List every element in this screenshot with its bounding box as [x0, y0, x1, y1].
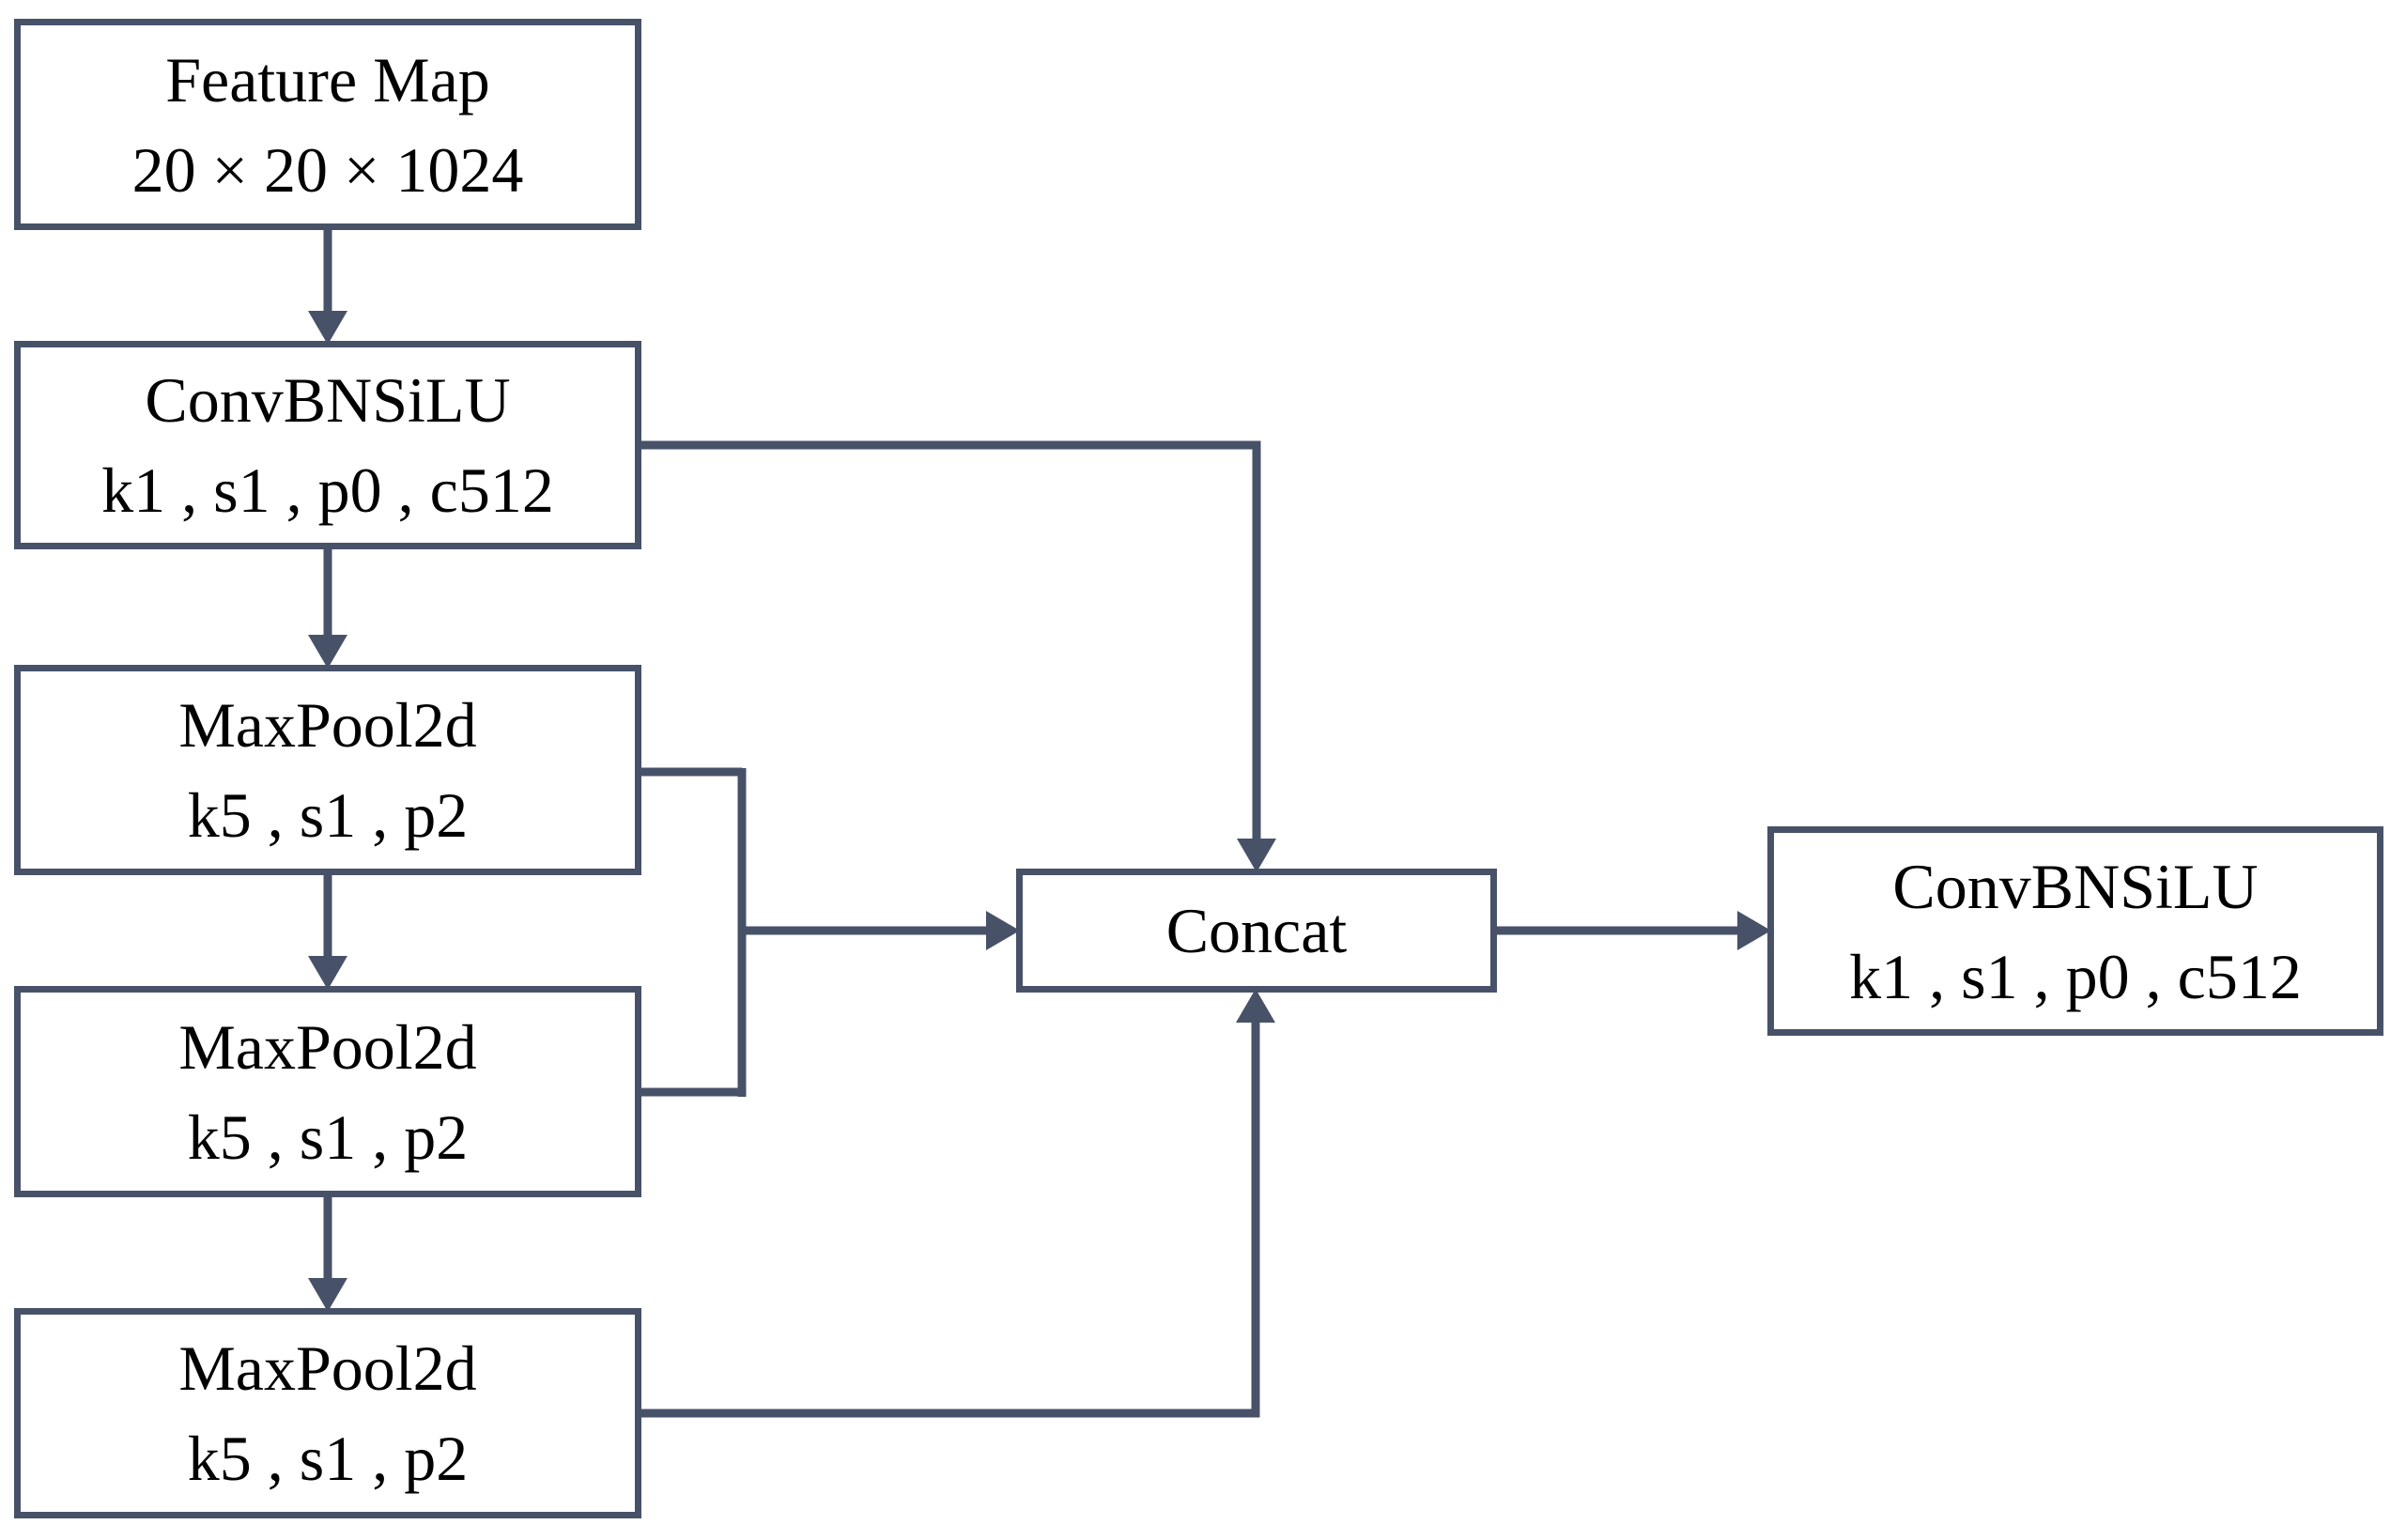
node-label: MaxPool2d [178, 1010, 477, 1083]
node-concat: Concat [1016, 869, 1497, 993]
node-label: MaxPool2d [178, 1332, 477, 1404]
node-sublabel: k1 , s1 , p0 , c512 [1849, 940, 2302, 1012]
edge-conv1-to-concat [641, 440, 1261, 839]
node-maxpool2d-3: MaxPool2d k5 , s1 , p2 [14, 1308, 641, 1518]
arrowhead-down-icon [308, 956, 347, 990]
node-maxpool2d-2: MaxPool2d k5 , s1 , p2 [14, 986, 641, 1197]
arrowhead-down-icon [308, 1278, 347, 1312]
arrowhead-right-icon [986, 911, 1020, 950]
edge-lines [323, 230, 1737, 1418]
node-sublabel: 20 × 20 × 1024 [131, 133, 524, 206]
node-maxpool2d-1: MaxPool2d k5 , s1 , p2 [14, 665, 641, 875]
arrowhead-down-icon [308, 635, 347, 669]
arrowhead-up-icon [1236, 989, 1275, 1023]
node-label: ConvBNSiLU [145, 364, 511, 436]
node-feature-map: Feature Map 20 × 20 × 1024 [14, 19, 641, 230]
node-sublabel: k1 , s1 , p0 , c512 [101, 454, 554, 526]
node-label: ConvBNSiLU [1892, 850, 2259, 922]
node-conv-bn-silu-1: ConvBNSiLU k1 , s1 , p0 , c512 [14, 341, 641, 549]
node-sublabel: k5 , s1 , p2 [187, 1423, 469, 1494]
arrowhead-down-icon [1237, 839, 1276, 872]
node-sublabel: k5 , s1 , p2 [187, 779, 469, 851]
edge-maxpool1-maxpool2-bracket [641, 767, 747, 1097]
node-sublabel: k5 , s1 , p2 [187, 1101, 469, 1173]
node-label: MaxPool2d [178, 689, 477, 761]
arrowheads [308, 311, 1771, 1312]
node-label: Feature Map [165, 43, 490, 116]
node-conv-bn-silu-2: ConvBNSiLU k1 , s1 , p0 , c512 [1767, 826, 2383, 1036]
edge-maxpool3-to-concat [641, 1023, 1260, 1418]
arrowhead-down-icon [308, 311, 347, 345]
node-label: Concat [1165, 895, 1348, 966]
arrowhead-right-icon [1737, 911, 1771, 950]
